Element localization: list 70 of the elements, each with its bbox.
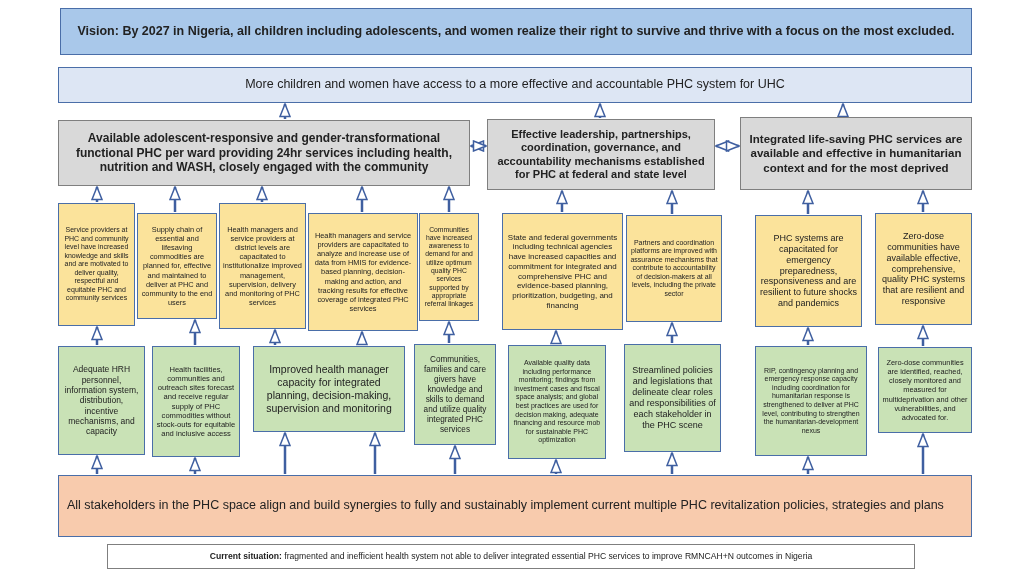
block-arrow <box>449 445 461 474</box>
block-arrow <box>470 140 487 152</box>
output-box <box>740 117 972 190</box>
intermediate-result-box <box>419 213 479 321</box>
activity-box <box>508 345 606 459</box>
activity-box <box>152 346 240 457</box>
block-arrow <box>837 103 849 118</box>
block-arrow <box>279 103 291 119</box>
block-arrow <box>666 190 678 214</box>
box-text: All stakeholders in the PHC space align and build synergies to fully and sustainably implement current multiple PHC revitalization policies, strategies and plans <box>67 498 944 514</box>
box-text: Zero-dose communities have available effective, comprehensive, quality PHC systems that are resilient and responsive <box>881 230 966 308</box>
intermediate-result-box <box>626 215 722 322</box>
block-arrow <box>269 329 281 345</box>
block-arrow <box>443 186 455 212</box>
intermediate-result-box <box>308 213 418 331</box>
block-arrow <box>189 319 201 345</box>
intermediate-result-box <box>219 203 306 329</box>
activity-box <box>878 347 972 433</box>
box-text: Integrated life-saving PHC services are available and effective in humanitarian context and for the most deprived <box>748 132 964 175</box>
box-text: Available adolescent-responsive and gender-transformational functional PHC per ward providing 24hr services including health, nutrition and WASH, closely engaged with the community <box>74 131 454 175</box>
intermediate-result-box <box>755 215 862 327</box>
block-arrow <box>91 326 103 345</box>
vision-box <box>60 8 972 55</box>
block-arrow <box>666 452 678 474</box>
box-text: Communities, families and care givers have knowledge and skills to demand and utilize quality integrated PHC services <box>422 354 488 435</box>
block-arrow <box>169 186 181 212</box>
block-arrow <box>917 325 929 346</box>
activity-box <box>414 344 496 445</box>
box-text: Improved health manager capacity for integrated planning, decision-making, supervision and monitoring <box>265 363 393 415</box>
block-arrow <box>594 103 606 118</box>
block-arrow <box>917 433 929 474</box>
block-arrow <box>256 186 268 202</box>
block-arrow <box>802 456 814 474</box>
box-text: Vision: By 2027 in Nigeria, all children including adolescents, and women realize their right to survive and thrive with a focus on the most excluded. <box>77 23 955 40</box>
block-arrow <box>189 457 201 474</box>
box-text: More children and women have access to a more effective and accountable PHC system for UHC <box>245 77 785 93</box>
block-arrow <box>556 190 568 212</box>
block-arrow <box>550 330 562 345</box>
output-box <box>58 120 470 186</box>
box-text: Effective leadership, partnerships, coordination, governance, and accountability mechanisms established for PHC at federal and state level <box>496 127 706 182</box>
box-text: State and federal governments including technical agencies have increased capacities and commitment for integrated and comprehensive PHC and evidence-based planning, prioritization, budgeting, and financing <box>506 232 619 311</box>
intermediate-result-box <box>502 213 623 330</box>
box-text: Adequate HRH personnel, information system, distribution, incentive mechanisms, and capacity <box>63 364 140 437</box>
activity-box <box>624 344 721 452</box>
block-arrow <box>91 186 103 202</box>
output-box <box>487 119 715 190</box>
block-arrow <box>550 459 562 474</box>
block-arrow <box>91 455 103 474</box>
box-text: PHC systems are capacitated for emergency preparedness, responsiveness and are resilient to future shocks and pandemics <box>759 232 858 310</box>
box-text: Current situation: fragmented and inefficient health system not able to deliver integrated essential PHC services to improve RMNCAH+N outcomes in Nigeria <box>209 551 813 562</box>
activity-box <box>755 346 867 456</box>
block-arrow <box>356 331 368 346</box>
block-arrow <box>666 322 678 343</box>
block-arrow <box>802 190 814 214</box>
block-arrow <box>443 321 455 343</box>
current-situation-box <box>107 544 915 569</box>
block-arrow <box>802 327 814 345</box>
outcome-box <box>58 67 972 103</box>
block-arrow <box>917 190 929 212</box>
box-text: Streamlined policies and legislations that delineate clear roles and responsibilities of each stakeholder in the PHC scene <box>628 365 717 431</box>
block-arrow <box>369 432 381 474</box>
intermediate-result-box <box>58 203 135 326</box>
block-arrow <box>715 140 740 152</box>
activity-box <box>253 346 405 432</box>
block-arrow <box>279 432 291 474</box>
block-arrow <box>356 186 368 212</box>
activity-box <box>58 346 145 455</box>
intermediate-result-box <box>137 213 217 319</box>
strategy-box <box>58 475 972 537</box>
intermediate-result-box <box>875 213 972 325</box>
